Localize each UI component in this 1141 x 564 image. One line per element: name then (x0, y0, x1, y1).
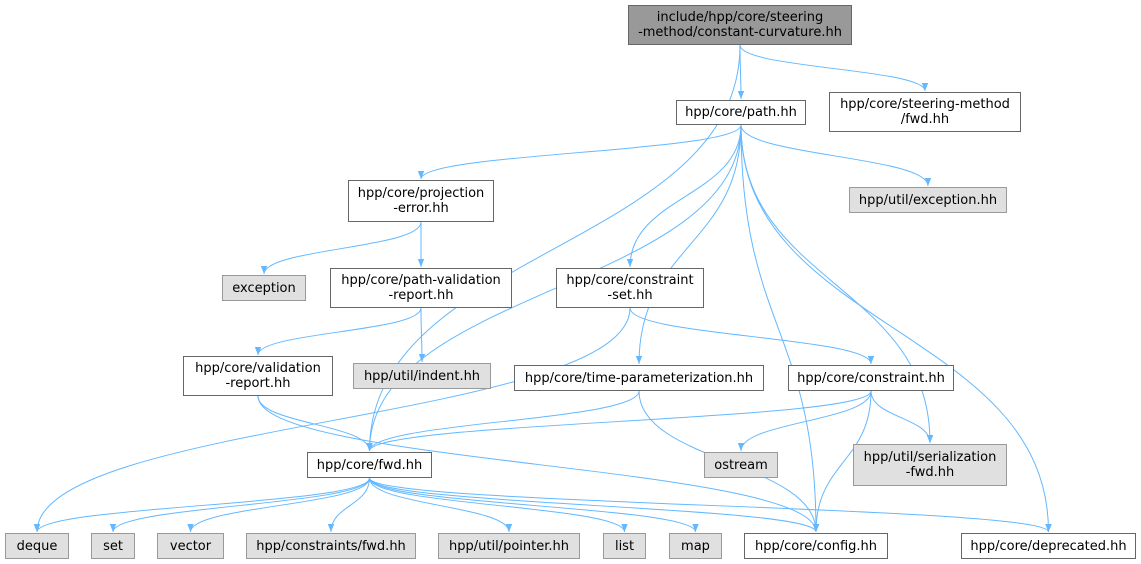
edge-core_fwd-to-config (369, 477, 820, 533)
edge-cset-to-constraint (629, 307, 875, 365)
edge-path-to-util_exc (740, 124, 932, 187)
node-list: list (603, 533, 646, 559)
node-ostream: ostream (704, 452, 778, 478)
node-set: set (91, 533, 135, 559)
edge-path-to-deprecated (740, 124, 1052, 533)
edge-core_fwd-to-cons_fwd (327, 477, 370, 533)
node-sm-fwd[interactable]: hpp/core/steering-method /fwd.hh (829, 92, 1021, 132)
edge-pvr-to-vr (254, 307, 422, 356)
edge-path-to-proj (417, 124, 742, 180)
edge-core_fwd-to-deque (33, 477, 370, 533)
edge-core_fwd-to-list (369, 477, 628, 533)
edge-path-to-config (740, 124, 820, 533)
edge-core_fwd-to-pointer (369, 477, 513, 533)
node-pvr[interactable]: hpp/core/path-validation -report.hh (330, 268, 512, 308)
edge-core_fwd-to-set (109, 477, 370, 533)
edge-vr-to-core_fwd (257, 395, 373, 452)
node-indent: hpp/util/indent.hh (353, 363, 491, 389)
node-vr[interactable]: hpp/core/validation -report.hh (183, 356, 333, 396)
node-cset[interactable]: hpp/core/constraint -set.hh (556, 268, 704, 308)
edge-vr-to-config (257, 395, 820, 533)
edge-pvr-to-indent (418, 307, 426, 363)
node-core-fwd[interactable]: hpp/core/fwd.hh (307, 452, 432, 478)
edge-constraint-to-ostream (737, 390, 872, 452)
edge-core_fwd-to-vector (187, 477, 370, 533)
node-cons-fwd: hpp/constraints/fwd.hh (246, 533, 416, 559)
node-vector: vector (157, 533, 224, 559)
node-deprecated[interactable]: hpp/core/deprecated.hh (961, 533, 1136, 559)
node-exception: exception (222, 275, 306, 301)
edge-proj-to-exception (260, 221, 422, 275)
node-map: map (669, 533, 722, 559)
edge-root-to-sm_fwd (739, 44, 929, 92)
node-config[interactable]: hpp/core/config.hh (744, 533, 888, 559)
edge-constraint-to-serial (870, 390, 934, 444)
edge-path-to-serial (740, 124, 934, 444)
edge-path-to-tp (635, 124, 742, 365)
node-path[interactable]: hpp/core/path.hh (676, 100, 806, 125)
edge-tp-to-core_fwd (366, 390, 640, 452)
node-util-exc: hpp/util/exception.hh (849, 187, 1007, 213)
edge-constraint-to-core_fwd (366, 390, 872, 452)
node-proj[interactable]: hpp/core/projection -error.hh (348, 180, 494, 222)
edge-path-to-core_fwd (366, 124, 742, 452)
edge-core_fwd-to-deprecated (369, 477, 1052, 533)
node-tp[interactable]: hpp/core/time-parameterization.hh (514, 365, 764, 391)
edge-core_fwd-to-map (369, 477, 699, 533)
edge-path-to-cset (626, 124, 742, 268)
node-constraint[interactable]: hpp/core/constraint.hh (788, 365, 954, 391)
node-pointer: hpp/util/pointer.hh (438, 533, 580, 559)
node-deque: deque (5, 533, 69, 559)
edge-cset-to-deque (33, 307, 631, 533)
node-root[interactable]: include/hpp/core/steering -method/consta… (628, 5, 852, 45)
node-serial: hpp/util/serialization -fwd.hh (853, 444, 1007, 486)
